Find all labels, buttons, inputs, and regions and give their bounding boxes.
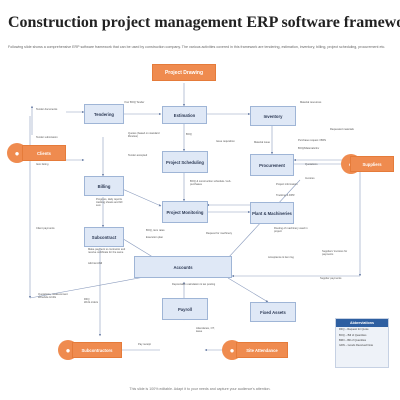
clients-node: Clients	[22, 145, 66, 161]
abbreviation-item: BOQ – Bill of Quantities	[339, 333, 367, 337]
project-scheduling-node: Project Scheduling	[162, 151, 208, 173]
label-your-boq-tender: Your BOQ Tender	[124, 101, 145, 104]
label-pay-receipt: Pay receipt	[138, 343, 151, 346]
label-attendance: Attendance, OT, leave	[196, 327, 215, 334]
label-progress-reports: Progress, daily reports tracking sheets …	[96, 198, 123, 208]
label-suppliers-invoices: Suppliers' invoices for payments	[322, 250, 348, 257]
label-boq-schedule: BOQ & construction schedule / sub-purcha…	[190, 180, 232, 187]
label-purchase-request: Purchase request / BRN	[298, 139, 326, 142]
label-item-listing: Item listing	[36, 163, 49, 166]
label-tender-accepted: Tender accepted	[128, 154, 148, 157]
label-acceptance-item-log: Acceptance & item log	[268, 256, 294, 259]
label-routing-machinery: Routing of machinery used in project	[274, 227, 308, 234]
inventory-node: Inventory	[250, 106, 296, 126]
subcontractors-node: Subcontractors	[72, 342, 122, 358]
label-tracking-dpr: Tracking & DPR	[276, 194, 295, 197]
subcontract-node: Subcontract	[84, 227, 124, 247]
label-requested-materials: Requested materials	[330, 128, 354, 131]
abbreviation-item: RFQ – Request for Quote	[339, 328, 369, 332]
label-request-machinery: Request for machinery	[206, 232, 233, 235]
suppliers-node: Suppliers	[350, 156, 394, 172]
label-supplier-payments: Supplier payments	[320, 277, 342, 280]
page-subtitle: Following slide shows a comprehensive ER…	[8, 45, 386, 49]
label-boq-materials: BOQ/Materials/Inv	[298, 147, 320, 150]
label-add-item: Add item/bill	[88, 262, 103, 265]
fixed-assets-node: Fixed Assets	[250, 302, 296, 322]
procurement-node: Procurement	[250, 154, 294, 176]
estimation-node: Estimation	[162, 106, 207, 124]
project-drawing-node: Project Drawing	[152, 64, 216, 81]
abbreviations-panel: Abbreviations RFQ – Request for Quote BO…	[335, 318, 389, 368]
label-quotes: Quotes (based on standard libraries)	[128, 132, 160, 139]
abbreviation-item: BRN – Bill of Quantities	[339, 338, 367, 342]
tendering-node: Tendering	[84, 104, 124, 124]
label-depreciation: Depreciation calculation & tax posting	[172, 283, 216, 286]
label-execution-plan: Execution plan	[146, 236, 164, 239]
label-tender-submission: Tender submission	[36, 136, 58, 139]
label-boq: BOQ	[186, 133, 192, 136]
label-quotations: Quotations	[305, 163, 318, 166]
label-quotations-measurement: Quotations, measurement schedule & bills	[38, 293, 68, 300]
footer-note: This slide is 100% editable. Adapt it to…	[129, 387, 271, 391]
site-attendance-node: Site Attendance	[236, 342, 288, 358]
label-work-orders: RFQ Work orders	[84, 298, 99, 305]
label-tender-documents: Tender documents	[36, 108, 58, 111]
label-material-issue: Material issue	[254, 141, 271, 144]
label-issue-requisition: Issue requisition	[216, 140, 235, 143]
abbreviations-heading: Abbreviations	[336, 319, 388, 327]
accounts-node: Accounts	[134, 256, 232, 278]
plant-machineries-node: Plant & Machineries	[250, 202, 294, 224]
abbreviation-item: GRN – Goods Received Note	[339, 344, 374, 348]
payroll-node: Payroll	[162, 298, 208, 320]
billing-node: Billing	[84, 176, 124, 196]
project-monitoring-node: Project Monitoring	[162, 201, 208, 223]
label-material-resources: Material resources	[300, 101, 322, 104]
page-title: Construction project management ERP soft…	[8, 14, 400, 31]
label-boq-item-rates: BOQ, item rates	[146, 229, 165, 232]
label-invoices: Invoices	[305, 177, 315, 180]
label-make-payment: Make payment to contractor and receive c…	[88, 248, 126, 255]
label-project-information: Project information	[276, 183, 298, 186]
label-client-payments: Client payments	[36, 227, 55, 230]
